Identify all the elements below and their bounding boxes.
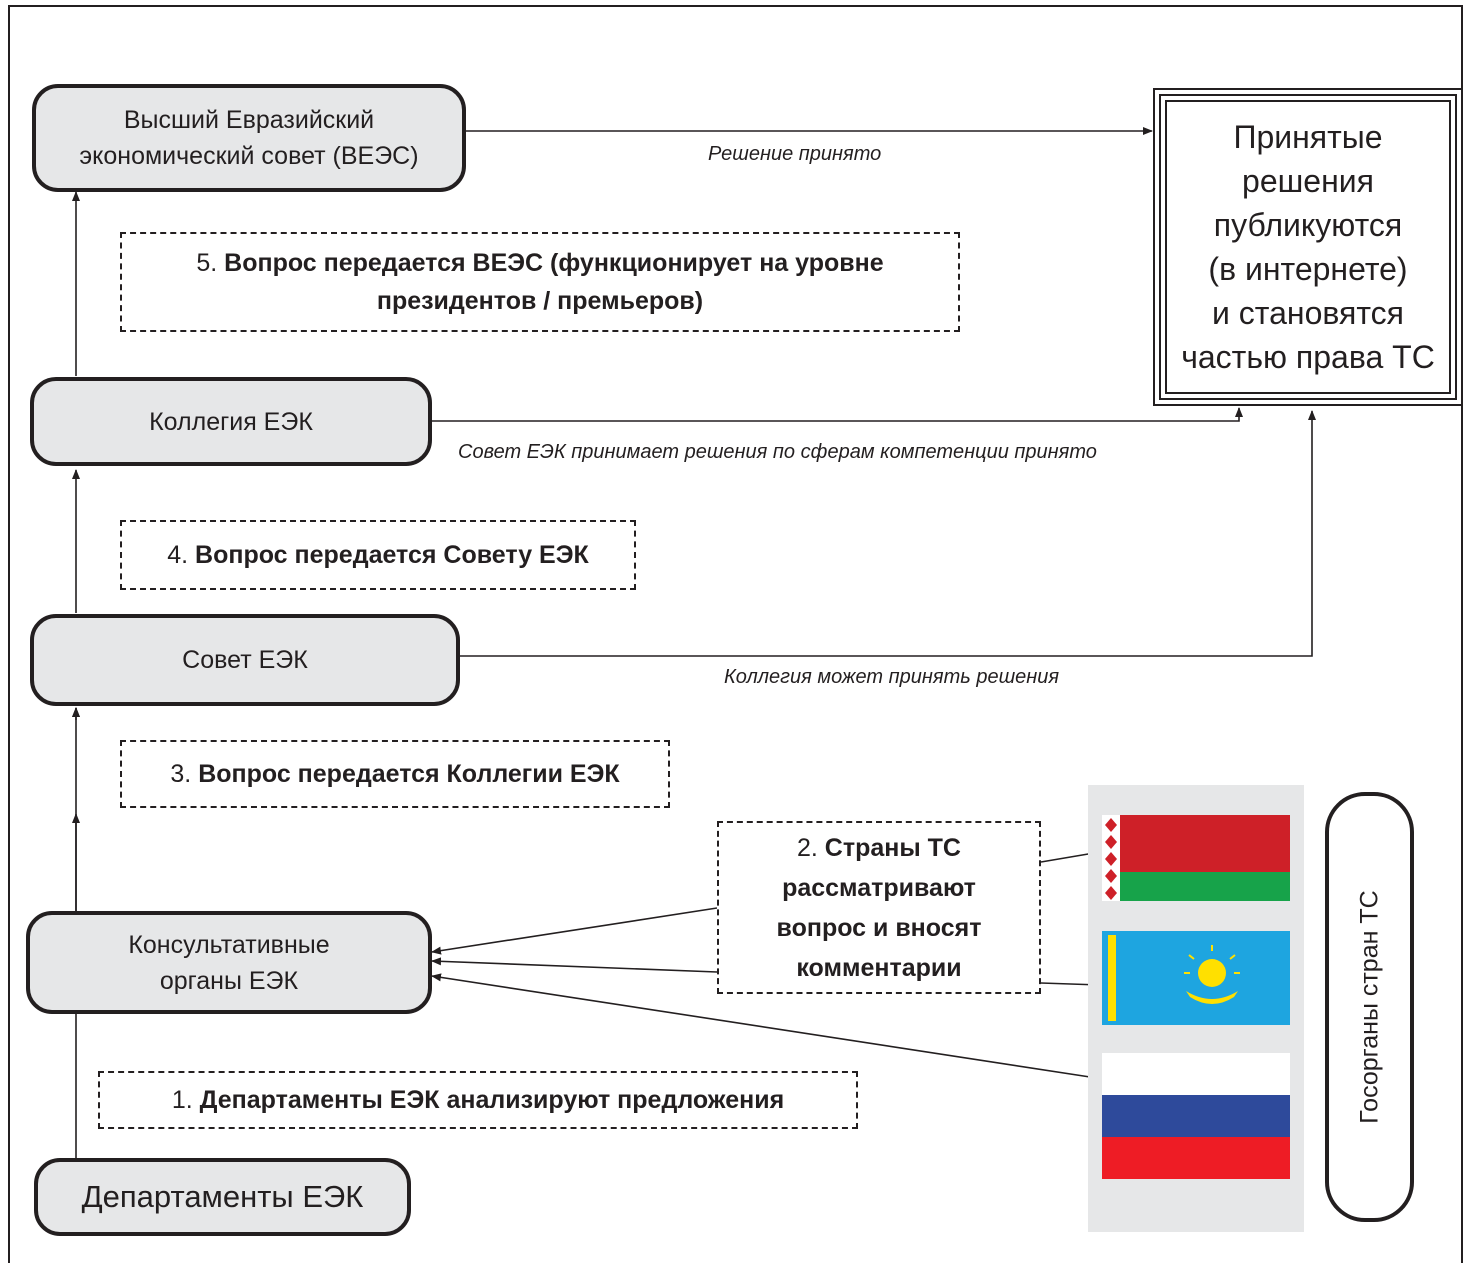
published-line6: частью права ТС xyxy=(1181,339,1435,375)
node-council: Совет ЕЭК xyxy=(30,614,460,706)
step-2-text-line1: Страны ТС xyxy=(824,833,961,862)
node-council-label: Совет ЕЭК xyxy=(182,646,308,674)
step-5-text-line2: президентов / премьеров) xyxy=(376,287,704,315)
arrow-council-to-published xyxy=(460,410,1316,657)
published-line1: Принятые xyxy=(1233,119,1383,155)
step-3-text: Вопрос передается Коллегии ЕЭК xyxy=(198,760,620,788)
node-board-label: Коллегия ЕЭК xyxy=(149,407,313,436)
step-4: 4. Вопрос передается Совету ЕЭК xyxy=(120,520,636,590)
step-2-text-line3: вопрос и вносят xyxy=(776,913,982,942)
node-supreme-council-line2: экономический совет (ВЕЭС) xyxy=(79,142,419,170)
step-3: 3. Вопрос передается Коллегии ЕЭК xyxy=(120,740,670,808)
diagram-frame xyxy=(8,5,1463,1263)
node-board: Коллегия ЕЭК xyxy=(30,377,432,466)
kazakhstan-flag-icon xyxy=(1102,931,1290,1025)
arrow-board-to-published xyxy=(432,407,1243,422)
step-3-number: 3. xyxy=(170,760,192,788)
arrow-step2-to-advisory-a xyxy=(431,907,718,955)
node-supreme-council: Высший Евразийский экономический совет (… xyxy=(32,84,466,192)
step-2-text-line2: рассматривают xyxy=(782,873,976,902)
step-5-text-line1: Вопрос передается ВЕЭС (функционирует на… xyxy=(224,249,884,277)
node-advisory-line1: Консультативные xyxy=(128,930,330,959)
node-departments-label: Департаменты ЕЭК xyxy=(81,1179,364,1214)
step-5-number: 5. xyxy=(196,249,218,277)
step-4-number: 4. xyxy=(167,541,189,569)
gov-bodies-label: Госорганы стран ТС xyxy=(1355,890,1383,1124)
step-5: 5. Вопрос передается ВЕЭС (функционирует… xyxy=(120,232,960,332)
node-supreme-council-line1: Высший Евразийский xyxy=(123,106,375,134)
step-2-number: 2. xyxy=(796,833,818,862)
arrow-step2-to-advisory-b xyxy=(431,957,718,973)
published-line2: решения xyxy=(1242,163,1374,199)
node-advisory: Консультативные органы ЕЭК xyxy=(26,911,432,1014)
published-line3: публикуются xyxy=(1213,207,1403,243)
belarus-flag-icon xyxy=(1102,815,1290,901)
russia-flag-icon xyxy=(1102,1053,1290,1179)
published-line4: (в интернете) xyxy=(1208,251,1408,287)
arrow-russia-to-advisory xyxy=(431,973,1091,1078)
flag-panel xyxy=(1088,785,1304,1232)
edge-label-supreme: Решение принято xyxy=(708,143,882,165)
step-4-text: Вопрос передается Совету ЕЭК xyxy=(195,541,589,569)
step-2-text-line4: комментарии xyxy=(796,953,962,982)
edge-label-board: Совет ЕЭК принимает решения по сферам ко… xyxy=(458,441,1097,463)
node-departments: Департаменты ЕЭК xyxy=(34,1158,411,1236)
step-1-number: 1. xyxy=(171,1086,193,1114)
published-decisions-box: Принятые решения публикуются (в интернет… xyxy=(1153,88,1463,406)
step-1-text: Департаменты ЕЭК анализируют предложения xyxy=(199,1086,785,1114)
step-1: 1. Департаменты ЕЭК анализируют предложе… xyxy=(98,1071,858,1129)
published-line5: и становятся xyxy=(1212,295,1404,331)
step-2: 2. Страны ТС рассматривают вопрос и внос… xyxy=(717,821,1041,994)
edge-label-council: Коллегия может принять решения xyxy=(724,666,1060,688)
node-advisory-line2: органы ЕЭК xyxy=(159,966,299,995)
gov-bodies-box: Госорганы стран ТС xyxy=(1325,792,1414,1222)
